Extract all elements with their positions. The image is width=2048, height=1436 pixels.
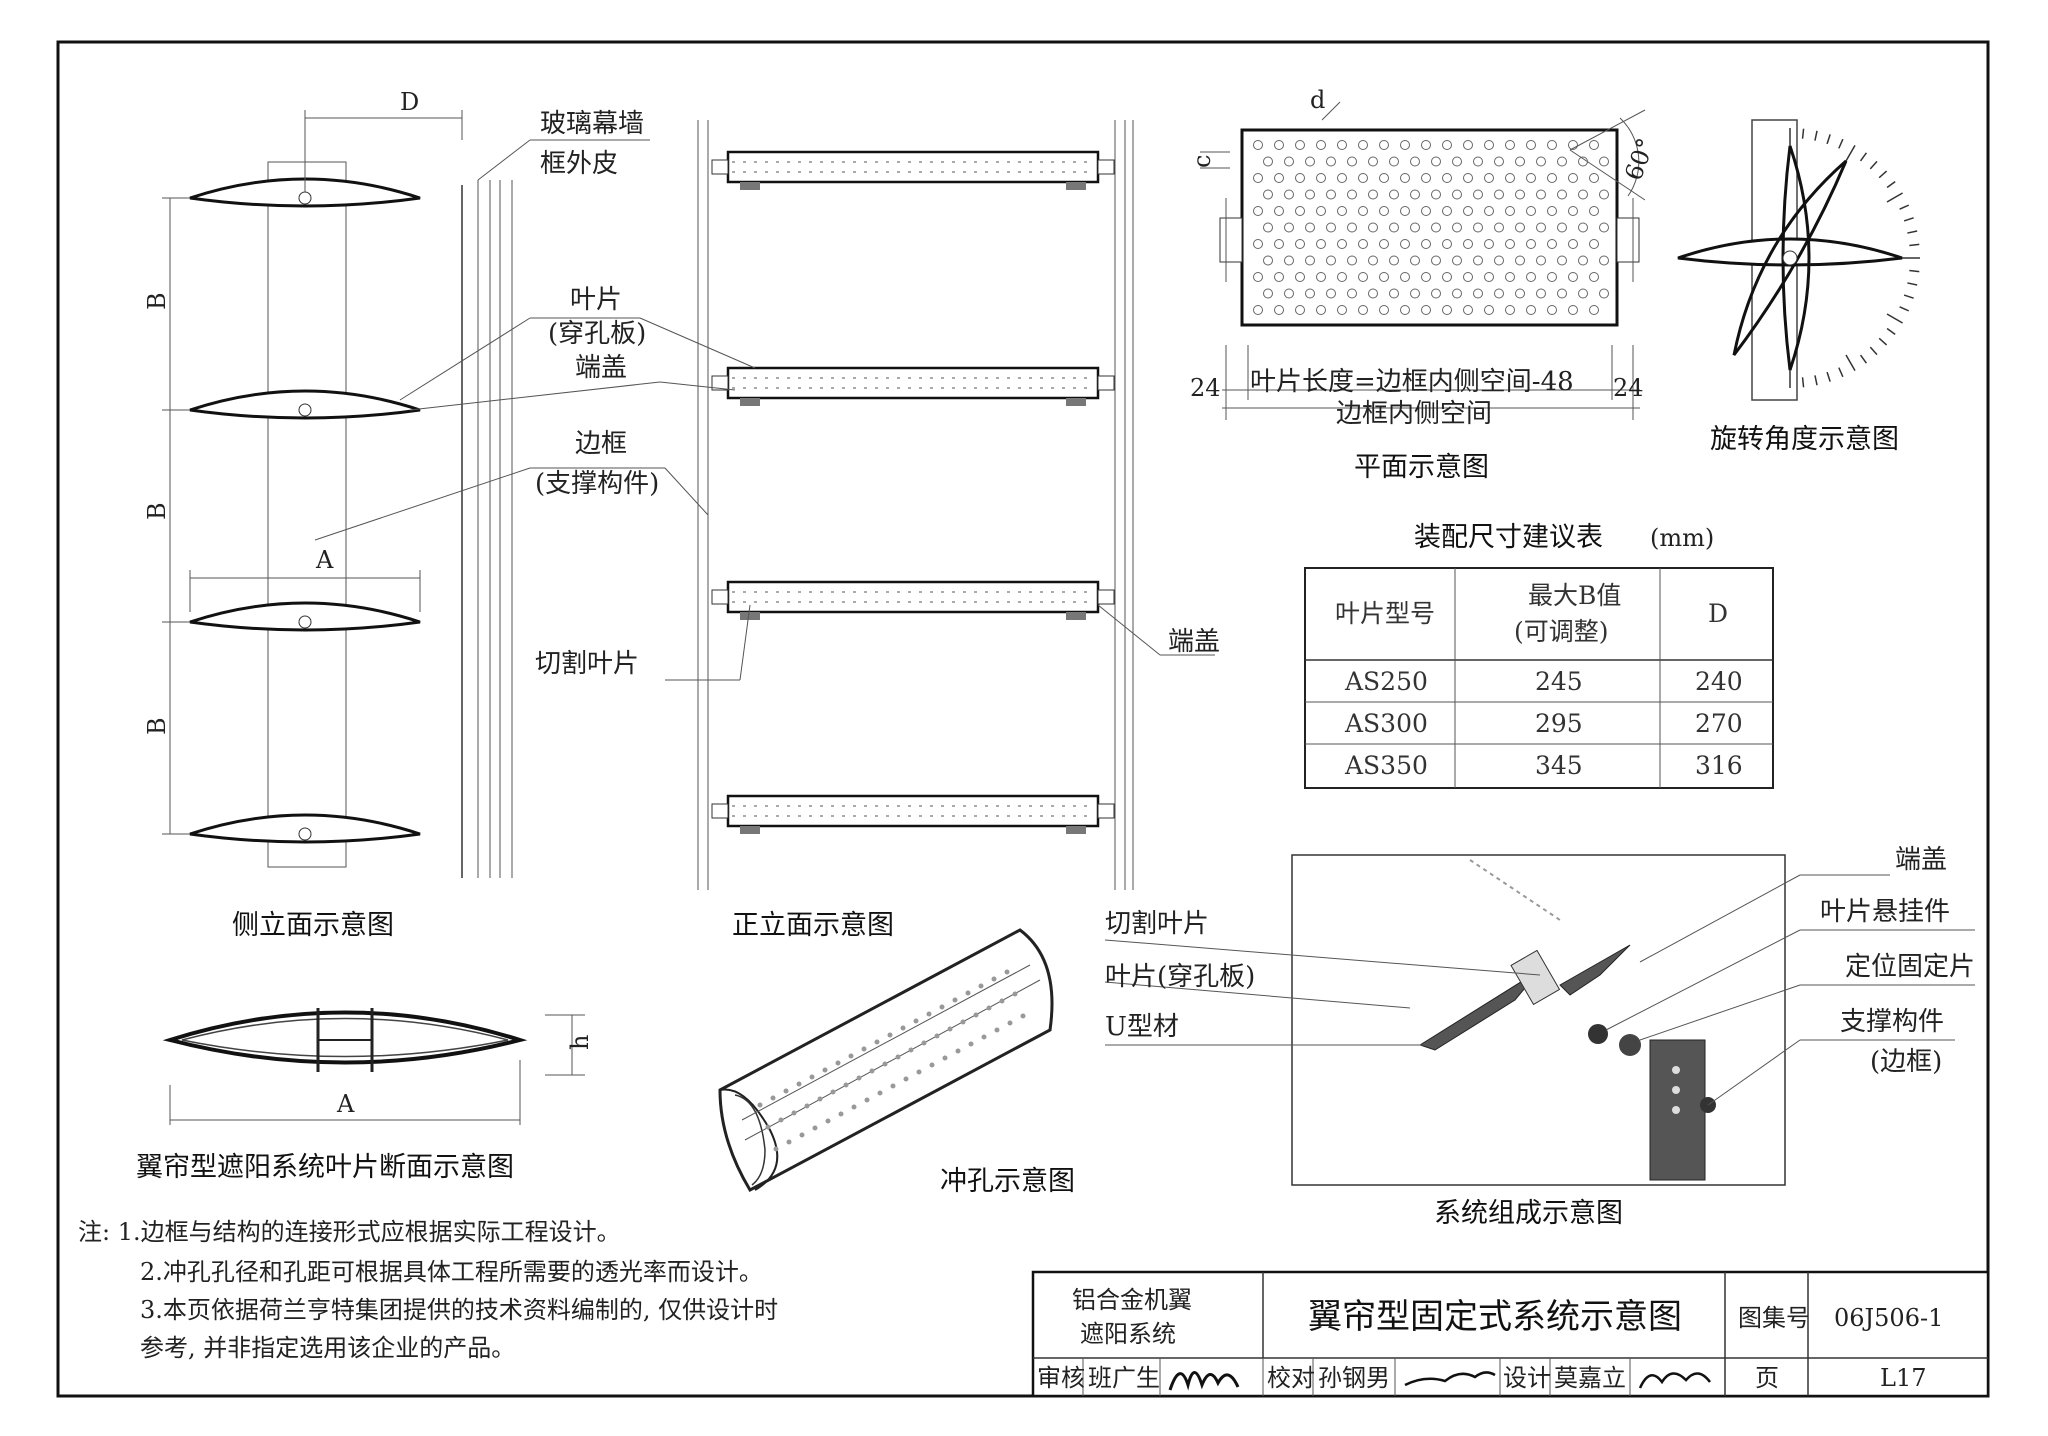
table-header-model: 叶片型号 xyxy=(1335,599,1435,628)
plan-view xyxy=(1200,101,1646,420)
plan-24-left: 24 xyxy=(1190,374,1221,402)
note-line: 注: 1.边框与结构的连接形式应根据实际工程设计。 xyxy=(78,1218,621,1246)
design-signature xyxy=(1638,1372,1711,1389)
dim-b-label: B xyxy=(143,717,171,735)
side-blade xyxy=(189,601,421,632)
table-header-adjustable: (可调整) xyxy=(1514,617,1609,646)
note-line: 2.冲孔孔径和孔距可根据具体工程所需要的透光率而设计。 xyxy=(140,1258,763,1286)
sys-blade-hanger-label: 叶片悬挂件 xyxy=(1820,897,1950,927)
frame-label: 边框 xyxy=(575,429,627,459)
front-elevation-title: 正立面示意图 xyxy=(732,910,894,941)
sys-end-cap-label: 端盖 xyxy=(1895,845,1947,875)
page-number: L17 xyxy=(1880,1364,1926,1392)
side-blade xyxy=(189,389,421,420)
dim-b-label: B xyxy=(143,292,171,310)
notes: 注: 1.边框与结构的连接形式应根据实际工程设计。 2.冲孔孔径和孔距可根据具体… xyxy=(78,1218,778,1362)
table-cell: AS350 xyxy=(1344,751,1428,780)
glass-curtain-wall-label: 玻璃幕墙 xyxy=(540,109,644,139)
plan-title: 平面示意图 xyxy=(1354,452,1489,483)
front-blade xyxy=(711,366,1115,406)
table-cell: 316 xyxy=(1695,751,1743,780)
side-elevation: D B B B A xyxy=(143,88,665,878)
end-cap-right-label: 端盖 xyxy=(1168,627,1220,657)
perforation-diagram xyxy=(718,928,1054,1192)
system-title: 系统组成示意图 xyxy=(1434,1198,1623,1229)
review-signature xyxy=(1168,1371,1240,1391)
front-elevation xyxy=(639,120,1215,890)
sys-frame-label: (边框) xyxy=(1870,1047,1942,1077)
dim-h-label: h xyxy=(566,1035,594,1050)
page-label: 页 xyxy=(1755,1364,1779,1392)
support-member-label: (支撑构件) xyxy=(535,469,659,499)
system-diagram xyxy=(1104,854,1975,1186)
check-label: 校对 xyxy=(1267,1364,1315,1392)
perforation-holes xyxy=(1253,140,1609,315)
dim-c-label: c xyxy=(1188,155,1216,168)
table-title: 装配尺寸建议表 xyxy=(1414,522,1603,553)
title-block: 铝合金机翼 遮阳系统 翼帘型固定式系统示意图 图集号 06J506-1 审核 班… xyxy=(1031,1270,1990,1398)
review-name: 班广生 xyxy=(1088,1364,1160,1392)
design-name: 莫嘉立 xyxy=(1554,1364,1626,1392)
dim-a-section: A xyxy=(336,1090,355,1118)
atlas-label: 图集号 xyxy=(1738,1304,1810,1332)
front-blade xyxy=(711,794,1115,834)
dim-b-label: B xyxy=(143,502,171,520)
sys-blade-perf-label: 叶片(穿孔板) xyxy=(1105,962,1255,992)
rotation-diagram xyxy=(1677,119,1920,401)
note-line: 3.本页依据荷兰亨特集团提供的技术资料编制的, 仅供设计时 xyxy=(140,1296,778,1324)
table-cell: 345 xyxy=(1535,751,1583,780)
angle-60-label: 60° xyxy=(1619,134,1660,184)
section-title: 翼帘型遮阳系统叶片断面示意图 xyxy=(136,1152,514,1183)
table-cell: 240 xyxy=(1695,667,1743,696)
table-cell: 245 xyxy=(1535,667,1583,696)
sys-cut-blade-label: 切割叶片 xyxy=(1105,909,1209,939)
sys-u-profile-label: U型材 xyxy=(1105,1012,1179,1042)
perforation-title: 冲孔示意图 xyxy=(940,1166,1075,1197)
sheet-border xyxy=(56,40,1990,1398)
design-label: 设计 xyxy=(1503,1364,1551,1392)
table-cell: AS300 xyxy=(1344,709,1428,738)
category-line-1: 铝合金机翼 xyxy=(1072,1286,1192,1314)
table-header-d: D xyxy=(1708,599,1728,628)
side-elevation-title: 侧立面示意图 xyxy=(232,910,394,941)
sys-positioning-label: 定位固定片 xyxy=(1845,952,1975,982)
check-signature xyxy=(1404,1371,1496,1387)
table-cell: 295 xyxy=(1535,709,1583,738)
category-line-2: 遮阳系统 xyxy=(1080,1320,1176,1348)
dim-d-label: D xyxy=(400,88,419,116)
blade-label: 叶片 xyxy=(570,285,622,315)
check-name: 孙钢男 xyxy=(1318,1364,1390,1392)
end-cap-label: 端盖 xyxy=(575,353,627,383)
cut-blade-label: 切割叶片 xyxy=(535,649,639,679)
review-label: 审核 xyxy=(1037,1364,1085,1392)
table-header-maxb: 最大B值 xyxy=(1528,581,1621,610)
note-line: 参考, 并非指定选用该企业的产品。 xyxy=(140,1334,515,1362)
front-blade xyxy=(711,580,1115,620)
dim-a-label: A xyxy=(315,546,334,574)
table-unit: (mm) xyxy=(1650,524,1714,552)
frame-outer-label: 框外皮 xyxy=(540,149,618,179)
blade-section xyxy=(162,1008,585,1125)
perforation-dots xyxy=(757,969,1026,1152)
rotation-title: 旋转角度示意图 xyxy=(1710,424,1899,455)
side-blade xyxy=(189,813,421,844)
front-blade xyxy=(711,150,1115,190)
table-cell: AS250 xyxy=(1344,667,1428,696)
assembly-table: 装配尺寸建议表 (mm) 叶片型号 最大B值 (可调整) D AS250 245… xyxy=(1304,522,1774,789)
blade-perforated-label: (穿孔板) xyxy=(548,319,646,349)
frame-column xyxy=(267,161,347,868)
plan-blade-length: 叶片长度=边框内侧空间-48 xyxy=(1250,367,1574,397)
plan-inner-space: 边框内侧空间 xyxy=(1336,399,1492,429)
dim-d-small: d xyxy=(1310,86,1325,114)
table-cell: 270 xyxy=(1695,709,1743,738)
angle-scale xyxy=(1789,128,1920,388)
atlas-number: 06J506-1 xyxy=(1834,1304,1943,1332)
side-blade xyxy=(189,177,421,208)
sys-support-label: 支撑构件 xyxy=(1840,1007,1944,1037)
plan-24-right: 24 xyxy=(1613,374,1644,402)
drawing-title: 翼帘型固定式系统示意图 xyxy=(1308,1297,1682,1337)
